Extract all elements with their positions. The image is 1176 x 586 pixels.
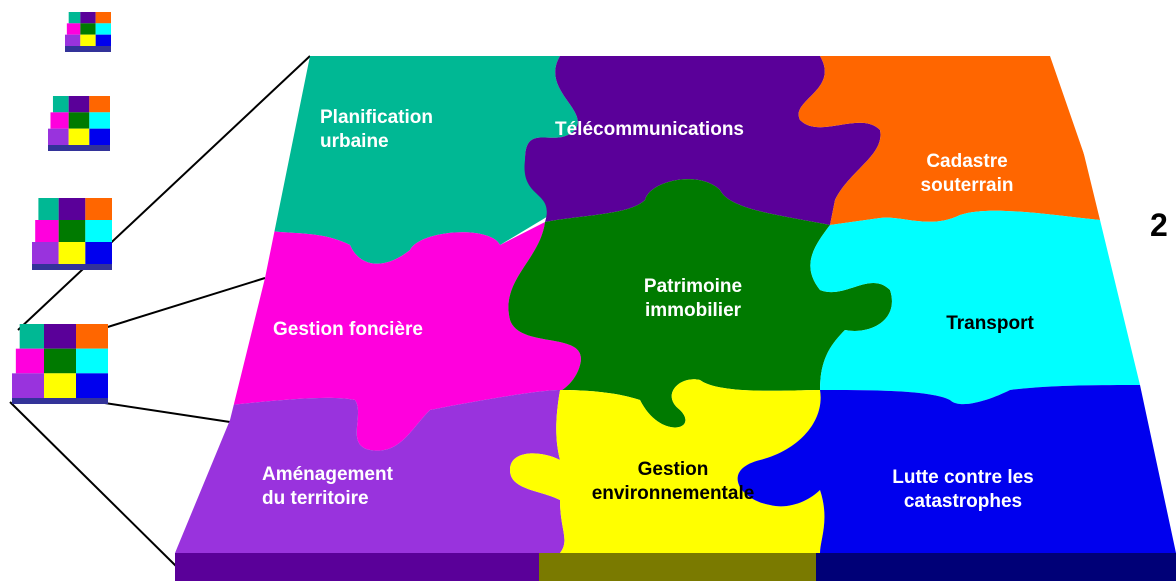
thumbnail-piece <box>44 324 76 349</box>
label-fonciere: Gestion foncière <box>273 318 423 342</box>
thumbnail-piece <box>80 34 96 46</box>
thumbnail-piece <box>76 324 108 349</box>
board-base <box>175 553 1176 581</box>
thumbnail-base <box>12 398 108 404</box>
thumbnail-piece <box>76 348 108 374</box>
thumbnail-base <box>65 46 111 52</box>
thumbnail-piece <box>32 242 59 264</box>
thumbnail-puzzle <box>48 96 110 151</box>
thumbnail-piece <box>80 23 96 35</box>
thumbnail-piece <box>44 373 76 398</box>
thumbnail-piece <box>38 198 59 220</box>
thumbnail-piece <box>89 96 110 113</box>
label-cadastre-line: Cadastre <box>926 151 1008 172</box>
thumbnail-piece <box>65 34 81 46</box>
thumbnail-piece <box>68 12 81 24</box>
label-planification-line: Planification <box>320 107 433 128</box>
label-transport: Transport <box>946 312 1034 336</box>
label-cadastre-line: souterrain <box>920 175 1014 196</box>
thumbnail-piece <box>66 23 81 35</box>
piece-gestion-environnementale <box>510 379 825 553</box>
base-segment-middle <box>539 553 816 581</box>
piece-amenagement-du-territoire <box>175 390 565 553</box>
label-planification: Planification urbaine <box>320 106 433 154</box>
thumbnail-stack <box>12 12 112 404</box>
base-segment-right <box>816 553 1176 581</box>
thumbnail-piece <box>58 242 86 264</box>
thumbnail-piece <box>85 198 112 220</box>
thumbnail-piece <box>68 128 90 145</box>
thumbnail-piece <box>95 34 111 46</box>
thumbnail-puzzle <box>32 198 112 270</box>
piece-planification-urbaine <box>265 56 578 264</box>
thumbnail-base <box>48 145 110 151</box>
thumbnail-piece <box>48 128 69 145</box>
label-fonciere-line: Gestion foncière <box>273 319 423 340</box>
label-amenagement: Aménagement du territoire <box>262 463 393 511</box>
label-transport-line: Transport <box>946 313 1034 334</box>
thumbnail-piece <box>35 220 59 242</box>
thumbnail-piece <box>95 12 111 24</box>
thumbnail-piece <box>89 128 110 145</box>
thumbnail-piece <box>52 96 69 113</box>
label-planification-line: urbaine <box>320 131 389 152</box>
label-telecom: Télécommunications <box>555 118 744 142</box>
thumbnail-piece <box>44 348 76 374</box>
label-catastrophes: Lutte contre les catastrophes <box>892 466 1033 514</box>
label-telecom-line: Télécommunications <box>555 119 744 140</box>
thumbnail-piece <box>19 324 44 349</box>
label-amenagement-line: du territoire <box>262 488 369 509</box>
piece-patrimoine-immobilier <box>508 179 892 428</box>
label-patrimoine-line: Patrimoine <box>643 276 743 297</box>
thumbnail-piece <box>58 198 86 220</box>
label-amenagement-line: Aménagement <box>262 464 393 485</box>
puzzle-board <box>175 56 1176 553</box>
thumbnail-piece <box>12 373 44 398</box>
thumbnail-piece <box>68 96 90 113</box>
thumbnail-piece <box>50 112 69 129</box>
thumbnail-puzzle <box>12 324 108 404</box>
label-environnement-line: environnementale <box>591 483 755 504</box>
thumbnail-piece <box>76 373 108 398</box>
thumbnail-piece <box>58 220 86 242</box>
piece-gestion-fonciere <box>230 222 581 451</box>
thumbnail-base <box>32 264 112 270</box>
piece-cadastre-souterrain <box>798 56 1100 225</box>
piece-transport <box>810 210 1140 405</box>
label-environnement: Gestion environnementale <box>592 458 755 506</box>
side-number: 2 <box>1150 207 1168 243</box>
label-catastrophes-line: Lutte contre les <box>892 467 1034 488</box>
thumbnail-piece <box>89 112 110 129</box>
thumbnail-piece <box>80 12 96 24</box>
label-cadastre: Cadastre souterrain <box>921 150 1014 198</box>
thumbnail-piece <box>68 112 90 129</box>
thumbnail-puzzle <box>65 12 111 52</box>
label-patrimoine: Patrimoine immobilier <box>644 275 742 323</box>
base-segment-left <box>175 553 539 581</box>
piece-telecommunications <box>524 56 881 225</box>
thumbnail-piece <box>95 23 111 35</box>
label-patrimoine-line: immobilier <box>644 300 742 321</box>
thumbnail-piece <box>85 242 112 264</box>
thumbnail-piece <box>85 220 112 242</box>
label-catastrophes-line: catastrophes <box>903 491 1023 512</box>
zoom-lines <box>9 55 311 571</box>
piece-lutte-contre-les-catastrophes <box>737 385 1176 553</box>
thumbnail-piece <box>15 348 44 374</box>
label-environnement-line: Gestion <box>637 459 709 480</box>
